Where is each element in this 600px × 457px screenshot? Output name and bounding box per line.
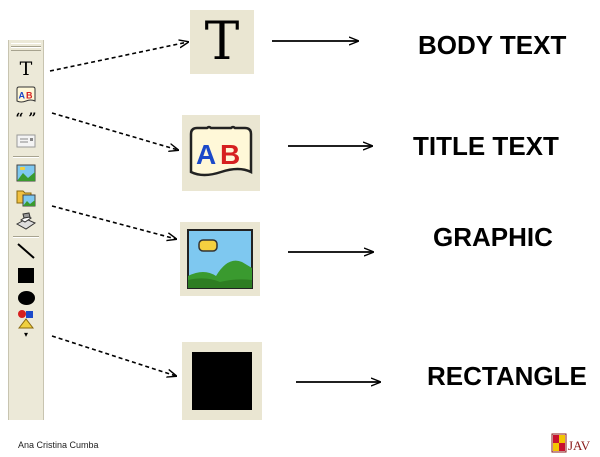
dashed-connector [51,112,178,150]
toolbar-grip[interactable] [11,43,41,47]
picture-frame-tool-icon [16,190,36,207]
title-text-icon: A B [189,125,253,177]
label-rectangle: RECTANGLE [427,361,587,391]
svg-text:A: A [196,139,216,170]
title-text-tool-button[interactable]: A B [15,84,37,106]
shapes-tool-icon [17,310,35,329]
toolbar-more-button[interactable]: ▾ [15,330,37,340]
svg-text:B: B [220,139,240,170]
text-tool-button[interactable]: T [15,58,37,80]
shapes-tool-button[interactable] [15,308,37,330]
rectangle-tool-button[interactable] [15,264,37,286]
institution-logo: JAV [551,433,591,453]
dashed-connector [51,205,176,239]
chevron-down-icon: ▾ [23,330,28,339]
body-text-callout: T [190,10,254,74]
quote-tool-icon: “ ” [15,111,37,127]
rectangle-callout [182,342,262,420]
toolbar-separator [13,156,39,158]
label-title-text: TITLE TEXT [413,131,559,161]
graphic-icon [187,229,253,289]
toolbar-grip[interactable] [11,47,41,51]
scanner-tool-icon [15,212,37,230]
scanner-tool-button[interactable] [15,210,37,232]
object-toolbar: T A B “ ” [8,40,44,420]
line-tool-icon [17,243,35,259]
picture-frame-tool-button[interactable] [15,186,37,208]
logo-text: JAV [568,438,591,453]
rectangle-tool-icon [18,267,34,283]
line-tool-button[interactable] [15,240,37,262]
rectangle-icon [192,352,252,410]
svg-text:A: A [19,91,26,101]
text-tool-icon: T [19,57,33,80]
text-frame-tool-icon [16,134,36,148]
graphic-callout [180,222,260,296]
picture-tool-button[interactable] [15,162,37,184]
svg-text:B: B [26,91,33,101]
body-text-icon: T [204,12,240,72]
quote-tool-button[interactable]: “ ” [15,108,37,130]
label-body-text: BODY TEXT [418,30,567,60]
dashed-connector [49,42,188,72]
title-text-tool-icon: A B [16,86,36,103]
label-graphic: GRAPHIC [433,222,553,252]
text-frame-tool-button[interactable] [15,130,37,152]
title-text-callout: A B [182,115,260,191]
picture-tool-icon [16,164,36,182]
author-credit: Ana Cristina Cumba [18,440,99,450]
dashed-connector [51,335,176,376]
toolbar-separator [13,236,39,238]
oval-tool-icon [17,291,35,305]
oval-tool-button[interactable] [15,287,37,309]
